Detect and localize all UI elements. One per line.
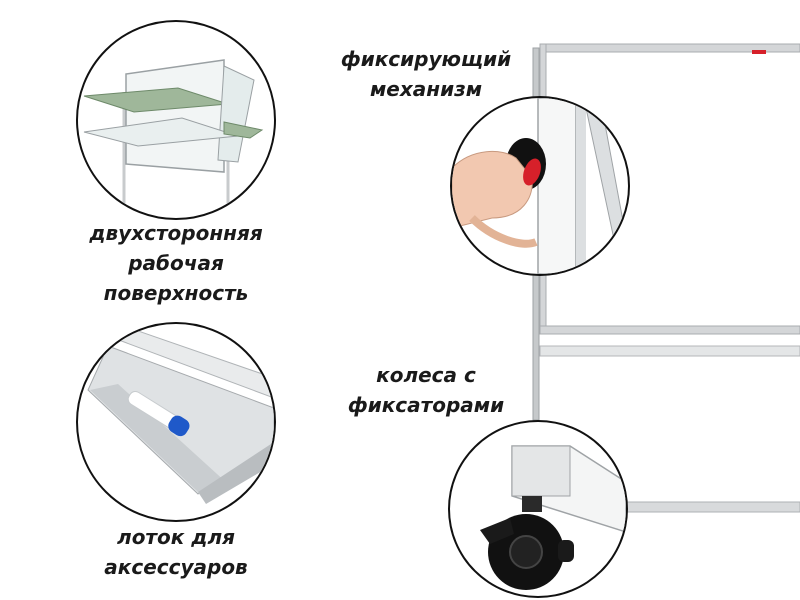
caption-line: аксессуаров [104,555,248,579]
rotating-board-icon [83,59,264,218]
tray-caption: лоток для аксессуаров [76,522,276,582]
caption-line: фиксаторами [347,393,505,417]
caption-line: рабочая [128,251,224,275]
hand-turning-knob-icon [452,98,628,274]
caption-line: лоток для [117,525,235,549]
caption-line: механизм [369,77,483,101]
wheels-inset [448,420,628,598]
caption-line: колеса с [376,363,476,387]
caption-line: двухсторонняя [89,221,263,245]
locking-mechanism-inset [450,96,630,276]
caption-line: поверхность [103,281,249,305]
double-sided-surface-inset [76,20,276,220]
locking-mechanism-caption: фиксирующий механизм [316,44,536,104]
caption-line: фиксирующий [340,47,512,71]
wheels-caption: колеса с фиксаторами [316,360,536,420]
double-sided-caption: двухсторонняя рабочая поверхность [66,218,286,308]
caster-wheel-icon [480,445,626,590]
accessory-tray-inset [76,322,276,522]
tray-with-marker-icon [87,324,274,504]
